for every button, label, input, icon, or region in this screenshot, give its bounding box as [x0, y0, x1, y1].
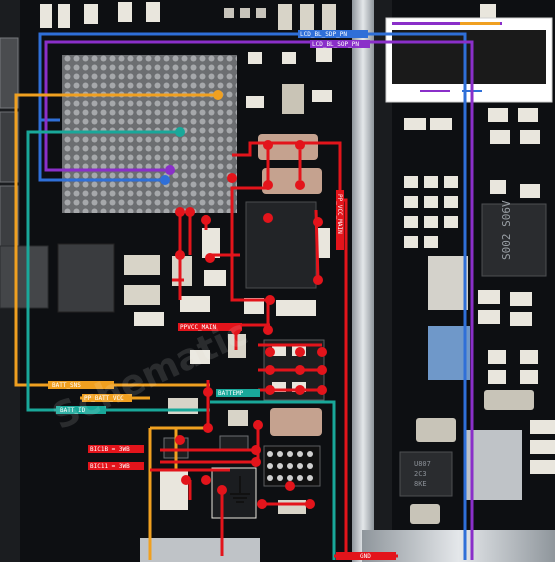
shield-gap	[374, 0, 392, 562]
label-teal-right: BATTEMP	[216, 389, 260, 397]
svg-text:PP_BATT_VCC: PP_BATT_VCC	[84, 395, 124, 402]
via-purple	[165, 165, 175, 175]
chip-label-u807-2: 2C3	[414, 470, 427, 478]
svg-text:BATT_SNS: BATT_SNS	[52, 382, 81, 389]
svg-text:BIC1B = 3WB: BIC1B = 3WB	[90, 446, 130, 453]
shield-frame-bottom-left	[140, 538, 260, 562]
label-orange-1: BATT_SNS	[48, 381, 114, 389]
shield-frame-left	[352, 0, 374, 562]
label-purple-top: LCD_BL_SOP_PN	[310, 40, 370, 48]
chip-label-u807-3: 8KE	[414, 480, 427, 488]
label-orange-2: PP_BATT_VCC	[82, 394, 132, 402]
right-board-components	[399, 4, 555, 524]
via-blue	[160, 175, 170, 185]
label-teal: BATT_ID	[56, 406, 106, 414]
svg-text:BATT_ID: BATT_ID	[60, 407, 86, 414]
ic-blue	[428, 326, 470, 380]
svg-text:GND: GND	[360, 553, 371, 560]
inductor-right	[466, 430, 522, 500]
connector-left-mid	[0, 111, 19, 183]
smd-row-top	[40, 2, 336, 30]
label-red-footer: GND	[336, 552, 396, 560]
svg-text:LCD_BL_SOP_PN: LCD_BL_SOP_PN	[312, 41, 359, 48]
inductor-left	[0, 245, 49, 309]
via-teal	[175, 127, 185, 137]
connector-left-top	[0, 37, 19, 109]
trace-purple	[44, 40, 474, 560]
label-red-mid: PPVCC_MAIN	[178, 323, 242, 331]
bga-chip	[62, 55, 237, 213]
inductor-center	[57, 243, 115, 313]
small-bga	[267, 451, 313, 481]
svg-text:BIC11 = 3WB: BIC11 = 3WB	[90, 463, 130, 470]
svg-text:BATTEMP: BATTEMP	[218, 390, 244, 397]
label-red-bottom-2: BIC11 = 3WB	[88, 462, 144, 470]
chip-label-u807-1: U807	[414, 460, 431, 468]
label-red-right: PP_VCC_MAIN	[336, 190, 344, 250]
svg-text:PP_VCC_MAIN: PP_VCC_MAIN	[336, 194, 343, 234]
mosfet-chip	[245, 201, 317, 289]
ic-right-bottom	[399, 451, 453, 497]
vias-red	[175, 140, 327, 509]
ground-icon	[230, 476, 250, 503]
svg-text:LCD_BL_SDP_PN: LCD_BL_SDP_PN	[300, 31, 347, 38]
label-blue-top: LCD_BL_SDP_PN	[298, 30, 368, 38]
svg-text:PPVCC_MAIN: PPVCC_MAIN	[180, 324, 217, 331]
ic-right-top	[481, 203, 547, 277]
inset-thumbnail	[385, 17, 553, 103]
label-red-bottom-1: BIC1B = 3WB	[88, 445, 144, 453]
chip-label-s002: S002 S06V	[500, 200, 513, 260]
ic-right-mid	[428, 256, 468, 310]
via-orange	[213, 90, 223, 100]
